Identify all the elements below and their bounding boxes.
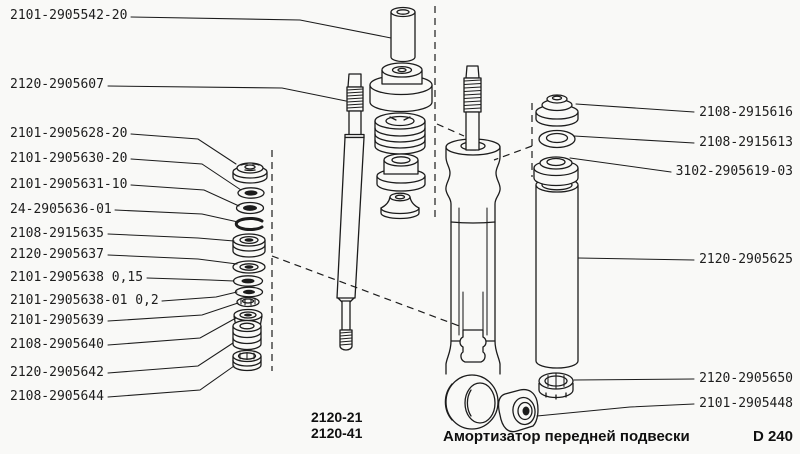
part-label: 2101-2905448 (699, 396, 793, 411)
part-label: 2120-2905607 (10, 77, 104, 92)
part-label: 2101-2905639 (10, 313, 104, 328)
shock-rod-drawing (336, 73, 365, 351)
part-label: 2101-2905542-20 (10, 8, 128, 23)
part-label: 2108-2905640 (10, 337, 104, 352)
part-label: 24-2905636-01 (10, 202, 112, 217)
part-label: 2101-2905628-20 (10, 126, 128, 141)
shock-absorber-assembly-drawing (444, 65, 539, 433)
group-bracket-dashes (271, 6, 533, 371)
part-label: 2120-2905637 (10, 247, 104, 262)
dust-boot-stack-drawing (533, 94, 579, 400)
upper-mount-kit-drawing (369, 6, 433, 220)
part-label: 2101-2905630-20 (10, 151, 128, 166)
page-number: D 240 (752, 428, 793, 445)
part-label: 2101-2905638 0,15 (10, 270, 144, 285)
part-label: 3102-2905619-03 (675, 164, 793, 179)
part-label: 2108-2915616 (699, 105, 793, 120)
part-label: 2120-2905625 (699, 252, 793, 267)
model-code-2: 2120-41 (311, 425, 363, 441)
part-label: 2108-2905644 (10, 389, 104, 404)
part-label: 2101-2905638-01 0,2 (10, 293, 159, 308)
part-label: 2108-2915613 (699, 135, 793, 150)
rod-parts-stack-drawing (232, 162, 268, 372)
part-label: 2120-2905650 (699, 371, 793, 386)
part-label: 2101-2905631-10 (10, 177, 128, 192)
part-label: 2108-2915635 (10, 226, 104, 241)
leader-lines (107, 16, 695, 417)
figure-caption: Амортизатор передней подвески (443, 428, 690, 445)
part-label: 2120-2905642 (10, 365, 104, 380)
model-code-1: 2120-21 (311, 409, 363, 425)
